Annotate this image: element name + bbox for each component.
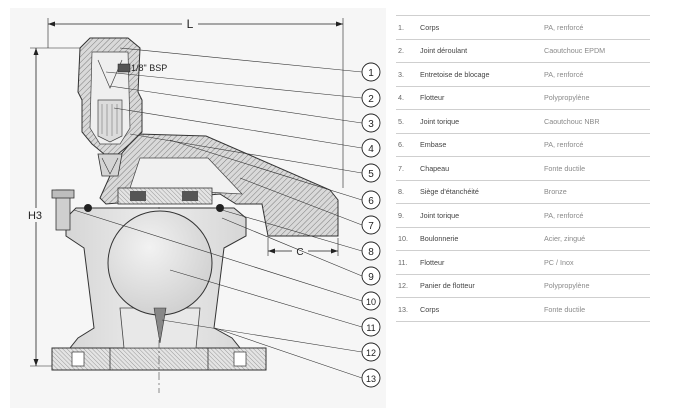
callout-5: 5 (361, 163, 381, 183)
part-material: Caoutchouc NBR (544, 116, 600, 126)
part-number: 9. (398, 210, 404, 220)
part-number: 2. (398, 46, 404, 56)
dimension-l: L (47, 16, 344, 188)
callouts: 1 2 3 4 5 6 7 8 9 10 11 12 13 (361, 62, 381, 388)
part-number: 1. (398, 22, 404, 32)
part-name: Embase (420, 140, 447, 150)
part-material: Caoutchouc EPDM (544, 46, 606, 56)
parts-row: 4. Flotteur Polypropylène (396, 87, 650, 110)
part-name: Corps (420, 22, 440, 32)
svg-text:5: 5 (368, 169, 374, 180)
part-name: Corps (420, 304, 440, 314)
callout-13: 13 (361, 368, 381, 388)
parts-row: 9. Joint torique PA, renforcé (396, 204, 650, 228)
part-number: 3. (398, 69, 404, 79)
svg-text:1: 1 (368, 68, 374, 79)
part-name: Entretoise de blocage (420, 69, 490, 79)
svg-text:11: 11 (366, 323, 375, 333)
part-name: Panier de flotteur (420, 281, 475, 291)
leader-lines (73, 47, 363, 379)
parts-row: 1. Corps PA, renforcé (396, 16, 650, 40)
dimension-c: C (267, 238, 339, 258)
part-number: 13. (398, 304, 408, 314)
ball-float (107, 210, 213, 316)
callout-11: 11 (361, 317, 381, 337)
valve-cross-section-drawing: L H3 (10, 8, 386, 408)
part-number: 6. (398, 140, 404, 150)
dimension-h3: H3 (24, 47, 82, 367)
callout-8: 8 (361, 241, 381, 261)
dimension-c-label: C (296, 247, 303, 258)
part-number: 7. (398, 163, 404, 173)
part-material: PA, renforcé (544, 210, 584, 220)
parts-row: 5. Joint torique Caoutchouc NBR (396, 110, 650, 134)
part-name: Joint torique (420, 116, 460, 126)
valve-svg: L H3 (24, 16, 381, 393)
part-name: Chapeau (420, 163, 450, 173)
bolts (51, 189, 224, 231)
parts-row: 13. Corps Fonte ductile (396, 298, 650, 322)
svg-text:9: 9 (368, 272, 374, 283)
parts-row: 6. Embase PA, renforcé (396, 134, 650, 157)
parts-row: 2. Joint déroulant Caoutchouc EPDM (396, 40, 650, 63)
svg-text:4: 4 (368, 144, 374, 155)
callout-7: 7 (361, 215, 381, 235)
parts-row: 3. Entretoise de blocage PA, renforcé (396, 63, 650, 87)
svg-text:13: 13 (366, 374, 376, 384)
part-number: 8. (398, 187, 404, 197)
svg-text:2: 2 (368, 94, 374, 105)
callout-2: 2 (361, 88, 381, 108)
parts-row: 12. Panier de flotteur Polypropylène (396, 275, 650, 298)
part-name: Joint déroulant (420, 46, 468, 56)
float-stem (153, 307, 167, 344)
svg-text:12: 12 (366, 348, 376, 358)
dimension-h3-label: H3 (28, 210, 42, 222)
callout-4: 4 (361, 138, 381, 158)
part-number: 5. (398, 116, 404, 126)
svg-text:6: 6 (368, 196, 374, 207)
part-name: Flotteur (420, 257, 445, 267)
callout-12: 12 (361, 342, 381, 362)
bsp-note: 1/8" BSP (131, 63, 167, 73)
parts-row: 11. Flotteur PC / Inox (396, 251, 650, 275)
part-name: Siège d'étanchéité (420, 187, 479, 197)
part-material: PC / Inox (544, 257, 574, 267)
callout-10: 10 (361, 291, 381, 311)
callout-9: 9 (361, 266, 381, 286)
callout-3: 3 (361, 113, 381, 133)
dimension-l-label: L (187, 17, 194, 31)
svg-text:3: 3 (368, 119, 374, 130)
part-material: Polypropylène (544, 281, 590, 291)
parts-row: 8. Siège d'étanchéité Bronze (396, 181, 650, 204)
svg-text:8: 8 (368, 247, 374, 258)
part-name: Boulonnerie (420, 234, 459, 244)
part-number: 12. (398, 281, 408, 291)
part-number: 4. (398, 93, 404, 103)
part-material: Fonte ductile (544, 163, 586, 173)
part-material: Acier, zingué (544, 234, 586, 244)
callout-6: 6 (361, 190, 381, 210)
part-material: Polypropylène (544, 93, 590, 103)
svg-text:10: 10 (366, 297, 376, 307)
part-name: Joint torique (420, 210, 460, 220)
callout-1: 1 (361, 62, 381, 82)
parts-row: 7. Chapeau Fonte ductile (396, 157, 650, 181)
part-number: 11. (398, 257, 408, 267)
small-valve-housing (77, 37, 143, 177)
part-number: 10. (398, 234, 408, 244)
part-material: PA, renforcé (544, 69, 584, 79)
parts-row: 10. Boulonnerie Acier, zingué (396, 228, 650, 251)
part-material: Bronze (544, 187, 567, 197)
part-material: Fonte ductile (544, 304, 586, 314)
part-material: PA, renforcé (544, 140, 584, 150)
part-material: PA, renforcé (544, 22, 584, 32)
part-name: Flotteur (420, 93, 445, 103)
svg-text:7: 7 (368, 221, 374, 232)
